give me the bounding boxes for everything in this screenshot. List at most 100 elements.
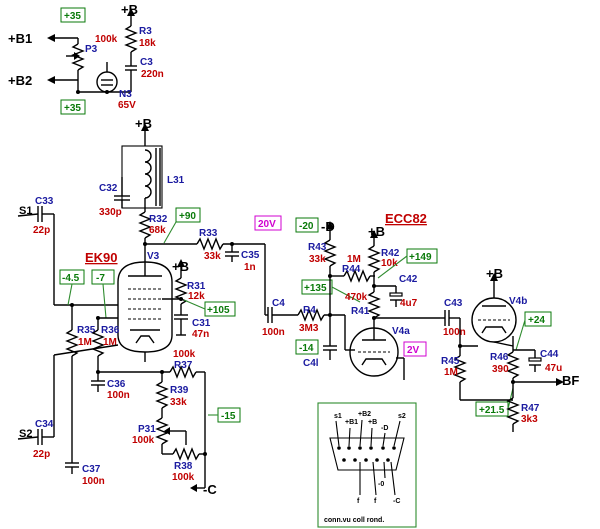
stage2-ecc82: ECC82 -20 -D R43 33k 1M R44 +B R42 10k +… (262, 211, 579, 432)
r43-name: R43 (308, 242, 327, 253)
c33-value: 22p (33, 225, 50, 236)
bf-output-label: BF (562, 373, 579, 388)
r45-value: 1M (444, 367, 458, 378)
r41-resistor (367, 291, 381, 319)
svg-text:+135: +135 (304, 283, 327, 294)
r32-name: R32 (149, 214, 168, 225)
c31-value: 47n (192, 329, 209, 340)
r44-name: R44 (342, 264, 361, 275)
r46-name: R46 (490, 352, 509, 363)
p31-name: P31 (138, 424, 156, 435)
r36-resistor (91, 329, 105, 357)
svg-text:+35: +35 (64, 11, 81, 22)
voltage-box-2v (403, 341, 427, 357)
conn-pin-zero: -0 (378, 481, 384, 488)
conn-pin-b: +B (368, 419, 377, 426)
r4-resistor (297, 308, 325, 322)
conn-pin-minus-c: -C (393, 498, 400, 505)
r38-name: R38 (174, 461, 193, 472)
c42-value: 4u7 (400, 298, 418, 309)
c44-value: 47u (545, 363, 562, 374)
r44-value: 1M (347, 254, 361, 265)
ecc82-label: ECC82 (385, 211, 427, 226)
svg-text:20V: 20V (258, 219, 276, 230)
c36-name: C36 (107, 379, 126, 390)
r37-value: 100k (173, 349, 196, 360)
input-s2: S2 (19, 428, 32, 440)
n3-value: 65V (118, 100, 136, 111)
r43-value: 33k (309, 254, 326, 265)
svg-text:-4.5: -4.5 (62, 273, 80, 284)
r36-name: R36 (101, 325, 120, 336)
voltage-box-35-bottom (60, 99, 86, 115)
l31-name: L31 (167, 175, 185, 186)
voltage-box-20v (254, 215, 282, 231)
c44-name: C44 (540, 349, 559, 360)
r41-name: R41 (351, 306, 370, 317)
r3-resistor (124, 25, 138, 53)
r44-resistor (343, 269, 371, 283)
r33-name: R33 (199, 228, 218, 239)
r38-value: 100k (172, 472, 195, 483)
ek90-label: EK90 (85, 250, 118, 265)
c33-name: C33 (35, 196, 54, 207)
stage1-plus-b: +B (135, 116, 152, 131)
connector-frame (317, 402, 417, 528)
c37-name: C37 (82, 464, 101, 475)
v4a-name: V4a (392, 326, 410, 337)
r37-name: R37 (174, 360, 193, 371)
p3-value: 100k (95, 34, 118, 45)
r35-value: 1M (78, 337, 92, 348)
r38-resistor (172, 447, 200, 461)
c4-value: 100n (262, 327, 285, 338)
c4-name: C4 (272, 298, 285, 309)
p3-name: P3 (85, 44, 98, 55)
n3-name: N3 (119, 89, 132, 100)
r39-name: R39 (170, 385, 189, 396)
svg-text:-20: -20 (299, 221, 314, 232)
r42-name: R42 (381, 248, 400, 259)
db-connector-shell (329, 437, 405, 471)
r46-resistor (506, 351, 520, 379)
r35-name: R35 (77, 325, 96, 336)
r43-resistor (323, 239, 337, 267)
r41-value: 470k (345, 292, 368, 303)
connector-pinout: s1 +B1 +B2 +B -D s2 f f -0 -C conn.vu co… (317, 402, 417, 528)
r3-name: R3 (139, 26, 152, 37)
svg-text:-14: -14 (299, 343, 314, 354)
minus-d-label: -D (321, 219, 335, 234)
conn-pin-f1: f (357, 498, 360, 505)
c41-name: C4l (303, 358, 319, 369)
c31-name: C31 (192, 318, 211, 329)
supply-plus-b: +B (121, 2, 138, 17)
svg-text:+149: +149 (409, 252, 432, 263)
conn-pin-s1: s1 (334, 413, 342, 420)
l31-inductor (144, 149, 152, 199)
p31-potentiometer (155, 417, 169, 445)
voltage-box-24 (524, 311, 552, 327)
r31-plus-b: +B (172, 259, 189, 274)
r47-resistor (506, 397, 520, 425)
c37-value: 100n (82, 476, 105, 487)
r4-value: 3M3 (299, 323, 319, 334)
r42-value: 10k (381, 258, 398, 269)
v4a-tube (349, 327, 399, 377)
voltage-box-minus-20 (295, 217, 319, 233)
c34-value: 22p (33, 449, 50, 460)
r45-name: R45 (441, 356, 460, 367)
r42-resistor (367, 245, 381, 273)
svg-text:-7: -7 (96, 273, 105, 284)
svg-text:+21.5: +21.5 (479, 405, 505, 416)
voltage-box-35-top (60, 7, 86, 23)
r32-value: 68k (149, 225, 166, 236)
c3-name: C3 (140, 57, 153, 68)
r3-value: 18k (139, 38, 156, 49)
r4-name: R4 (303, 305, 316, 316)
svg-text:+35: +35 (64, 103, 81, 114)
conn-pin-b1: +B1 (345, 419, 358, 426)
stage1-ek90: +B L31 C32 330p R32 68k +90 R33 33k (17, 116, 282, 497)
conn-pin-minus-d: -D (381, 425, 388, 432)
voltage-box-90 (175, 207, 201, 223)
supply-b2-label: +B2 (8, 73, 32, 88)
